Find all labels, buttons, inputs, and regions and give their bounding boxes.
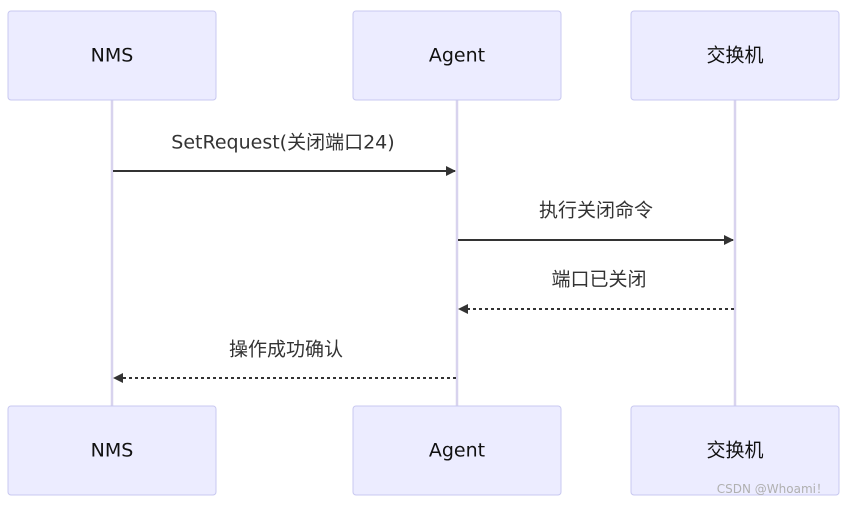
message-2-label: 执行关闭命令 <box>539 200 653 222</box>
message-2: 执行关闭命令 <box>458 200 734 245</box>
actor-top-nms-label: NMS <box>91 45 134 67</box>
message-1-label: SetRequest(关闭端口24) <box>171 132 394 154</box>
actor-bottom-agent-label: Agent <box>429 440 485 462</box>
message-4: 操作成功确认 <box>113 339 456 383</box>
message-4-label: 操作成功确认 <box>229 339 343 361</box>
actor-top-switch: 交换机 <box>630 10 840 101</box>
message-3-label: 端口已关闭 <box>551 269 646 291</box>
actor-bottom-agent: Agent <box>352 405 562 496</box>
actor-bottom-nms: NMS <box>7 405 217 496</box>
actor-bottom-switch: 交换机 <box>630 405 840 496</box>
actor-top-nms: NMS <box>7 10 217 101</box>
actor-bottom-nms-label: NMS <box>91 440 134 462</box>
actor-bottom-switch-label: 交换机 <box>706 440 763 462</box>
actor-top-agent: Agent <box>352 10 562 101</box>
message-3: 端口已关闭 <box>458 269 734 314</box>
actor-top-agent-label: Agent <box>429 45 485 67</box>
watermark: CSDN @Whoami！ <box>716 482 828 496</box>
actor-top-switch-label: 交换机 <box>706 45 763 67</box>
message-1: SetRequest(关闭端口24) <box>113 132 456 176</box>
